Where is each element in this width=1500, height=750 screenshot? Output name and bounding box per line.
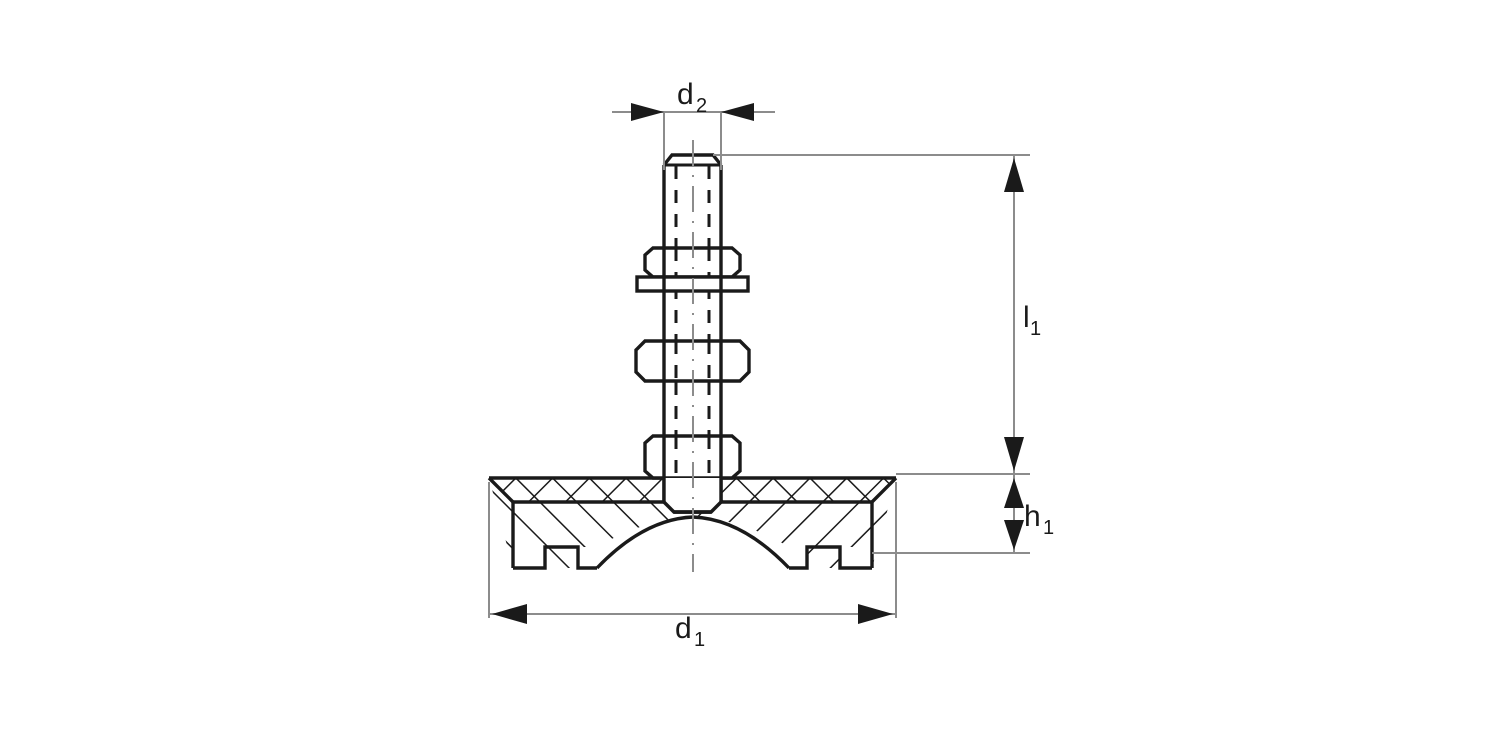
h1-label: h bbox=[1024, 500, 1041, 533]
dimension-d2: d 2 bbox=[612, 78, 775, 170]
upper-nut-body bbox=[643, 246, 742, 279]
dimension-h1: h 1 bbox=[872, 473, 1054, 554]
h1-arrow-bottom bbox=[1004, 520, 1024, 550]
base-plate-band-left bbox=[489, 478, 664, 502]
base-plate-left-chamfer bbox=[487, 476, 515, 504]
dimension-d1: d 1 bbox=[488, 482, 897, 651]
lower-hex-nut bbox=[643, 434, 742, 480]
upper-hex-nut bbox=[643, 246, 742, 279]
base-plate-notch-left bbox=[513, 545, 597, 570]
h1-subscript: 1 bbox=[1043, 517, 1054, 539]
d1-subscript: 1 bbox=[694, 629, 705, 651]
dimension-l1: l 1 bbox=[713, 154, 1041, 475]
d2-arrow-left bbox=[631, 103, 664, 121]
d1-arrow-left bbox=[492, 604, 527, 624]
d2-subscript: 2 bbox=[696, 95, 707, 117]
l1-arrow-bottom bbox=[1004, 437, 1024, 471]
base-plate-right-chamfer bbox=[870, 476, 898, 504]
l1-label: l bbox=[1023, 301, 1030, 334]
d2-arrow-right bbox=[721, 103, 754, 121]
base-plate-notch-right bbox=[789, 545, 872, 570]
lower-nut-body bbox=[643, 434, 742, 480]
d1-label: d bbox=[675, 612, 692, 645]
base-plate-band-right bbox=[721, 478, 896, 502]
h1-arrow-top bbox=[1004, 478, 1024, 508]
d1-arrow-right bbox=[858, 604, 893, 624]
l1-subscript: 1 bbox=[1030, 318, 1041, 340]
l1-arrow-top bbox=[1004, 158, 1024, 192]
d2-label: d bbox=[677, 78, 694, 111]
